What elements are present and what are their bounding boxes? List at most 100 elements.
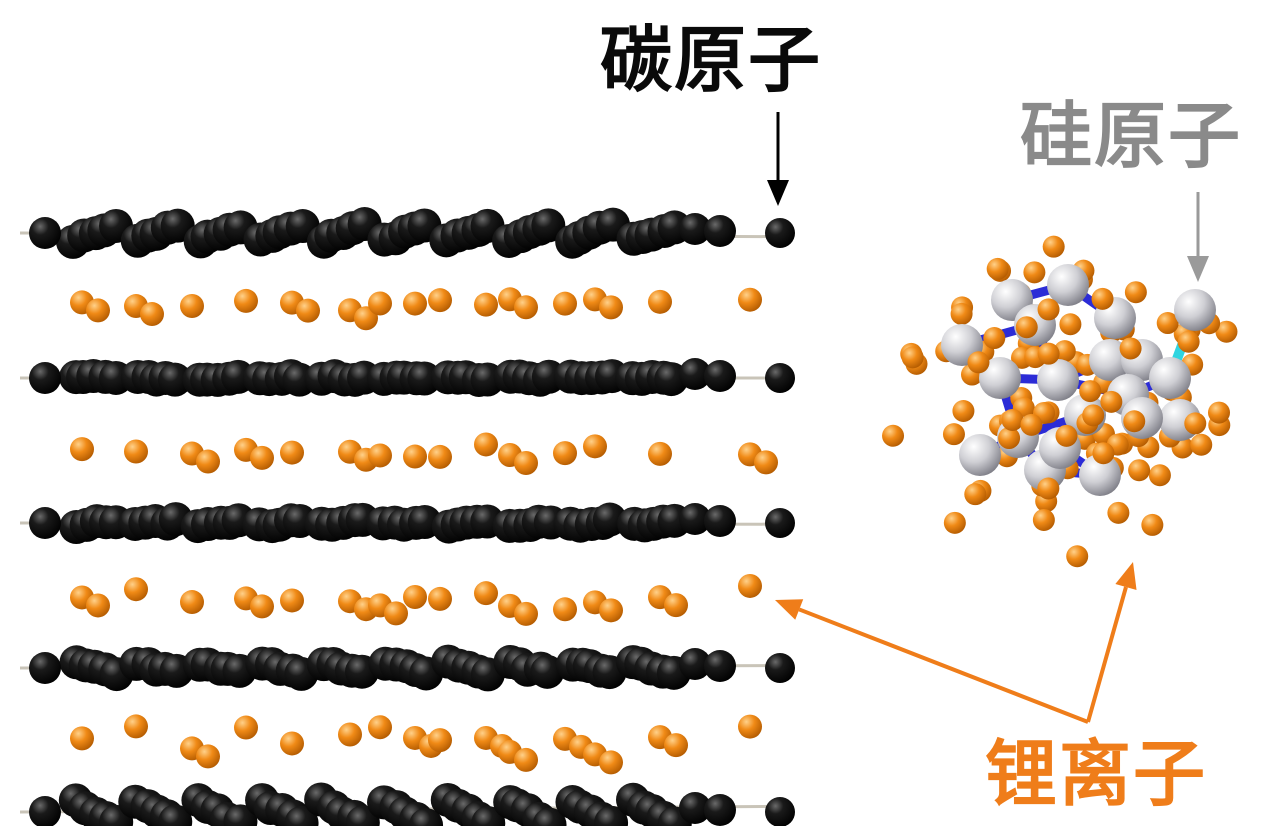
lithium-ion — [180, 590, 204, 615]
lithium-ion — [196, 449, 220, 474]
lithium-ion — [599, 295, 623, 320]
carbon-atom — [679, 358, 711, 390]
lithium-ion — [514, 747, 538, 772]
carbon-atom — [679, 648, 711, 680]
lithium-ion — [1082, 404, 1105, 427]
lithium-ion — [738, 714, 762, 739]
carbon-atom — [704, 650, 736, 682]
lithium-ion — [1128, 459, 1151, 482]
lithium-ion — [474, 432, 498, 457]
lithium-ion — [901, 346, 924, 369]
lithium-ion — [1055, 424, 1078, 447]
lithium-ion — [474, 292, 498, 317]
lithium-ion — [124, 577, 148, 602]
lithium-ion — [998, 427, 1021, 450]
lithium-layer — [70, 573, 762, 626]
lithium-arrow-right-head — [1115, 562, 1137, 591]
lithium-ion — [1177, 330, 1200, 353]
lithium-ion — [967, 351, 990, 374]
lithium-arrow-right-shaft — [1086, 586, 1128, 723]
lithium-ion — [1107, 501, 1130, 524]
silicon-atom — [979, 357, 1021, 399]
lithium-ion — [1123, 410, 1146, 433]
lithium-ion — [1148, 464, 1171, 487]
carbon-atom — [532, 807, 567, 826]
lithium-ion — [428, 728, 452, 753]
carbon-atom — [679, 792, 711, 824]
lithium-ion — [943, 511, 966, 534]
carbon-atom — [29, 362, 61, 394]
lithium-ion — [1037, 477, 1060, 500]
lithium-ion — [882, 424, 905, 447]
lithium-ion — [140, 302, 164, 327]
lithium-ion — [754, 450, 778, 475]
carbon-layer — [19, 644, 795, 692]
carbon-atom — [765, 508, 795, 538]
lithium-ion — [738, 573, 762, 598]
lithium-ion — [1092, 442, 1115, 465]
lithium-ion — [648, 441, 672, 466]
carbon-atom — [704, 794, 736, 826]
carbon-atom — [531, 208, 566, 243]
silicon-atom — [1037, 359, 1079, 401]
carbon-atom — [29, 796, 61, 826]
carbon-atom — [765, 218, 795, 248]
lithium-layer — [70, 714, 762, 775]
lithium-ion — [428, 586, 452, 611]
lithium-ion — [599, 750, 623, 775]
lithium-ion — [368, 443, 392, 468]
lithium-ion — [599, 598, 623, 623]
arrows — [767, 112, 1209, 724]
lithium-ion — [368, 715, 392, 740]
lithium-ion — [86, 593, 110, 618]
lithium-ion — [70, 726, 94, 751]
lithium-ion — [1141, 513, 1164, 536]
lithium-ion — [986, 257, 1009, 280]
carbon-layer — [19, 502, 795, 545]
carbon-atom — [594, 805, 629, 826]
silicon-atom — [1079, 454, 1121, 496]
carbon-layer — [19, 782, 795, 826]
carbon-arrow — [767, 112, 789, 206]
lithium-ion — [1190, 433, 1213, 456]
carbon-atom — [704, 215, 736, 247]
lithium-ion — [250, 445, 274, 470]
lithium-ion — [338, 722, 362, 747]
lithium-ion — [428, 288, 452, 313]
lithium-arrow-right — [1086, 562, 1137, 723]
lithium-ion — [403, 585, 427, 610]
lithium-ion — [1215, 320, 1238, 343]
silicon-atom-label: 硅原子 — [1020, 94, 1243, 178]
carbon-atom — [158, 804, 193, 826]
lithium-ion — [250, 594, 274, 619]
lithium-ion — [280, 588, 304, 613]
carbon-layer — [19, 207, 795, 259]
silicon-arrow-head — [1187, 256, 1209, 282]
silicon-atom — [1149, 357, 1191, 399]
lithium-ion — [234, 715, 258, 740]
lithium-ion — [124, 439, 148, 464]
carbon-atom — [29, 652, 61, 684]
lithium-ion — [1042, 235, 1065, 258]
lithium-ion — [1001, 408, 1024, 431]
carbon-atom — [704, 505, 736, 537]
lithium-ion — [1079, 380, 1102, 403]
lithium-ion — [368, 291, 392, 316]
carbon-atom — [679, 213, 711, 245]
silicon-arrow — [1187, 192, 1209, 282]
carbon-atom — [679, 503, 711, 535]
silicon-atom — [959, 434, 1001, 476]
lithium-ion — [553, 291, 577, 316]
lithium-ion — [514, 295, 538, 320]
lithium-ion — [428, 444, 452, 469]
carbon-atom — [29, 507, 61, 539]
lithium-ion — [583, 434, 607, 459]
carbon-atom — [765, 653, 795, 683]
graphite-structure — [19, 207, 795, 826]
lithium-ion — [403, 291, 427, 316]
lithium-ion — [280, 731, 304, 756]
lithium-ion — [1037, 298, 1060, 321]
lithium-ion — [234, 288, 258, 313]
lithium-ion — [1091, 287, 1114, 310]
carbon-layer — [20, 358, 795, 397]
